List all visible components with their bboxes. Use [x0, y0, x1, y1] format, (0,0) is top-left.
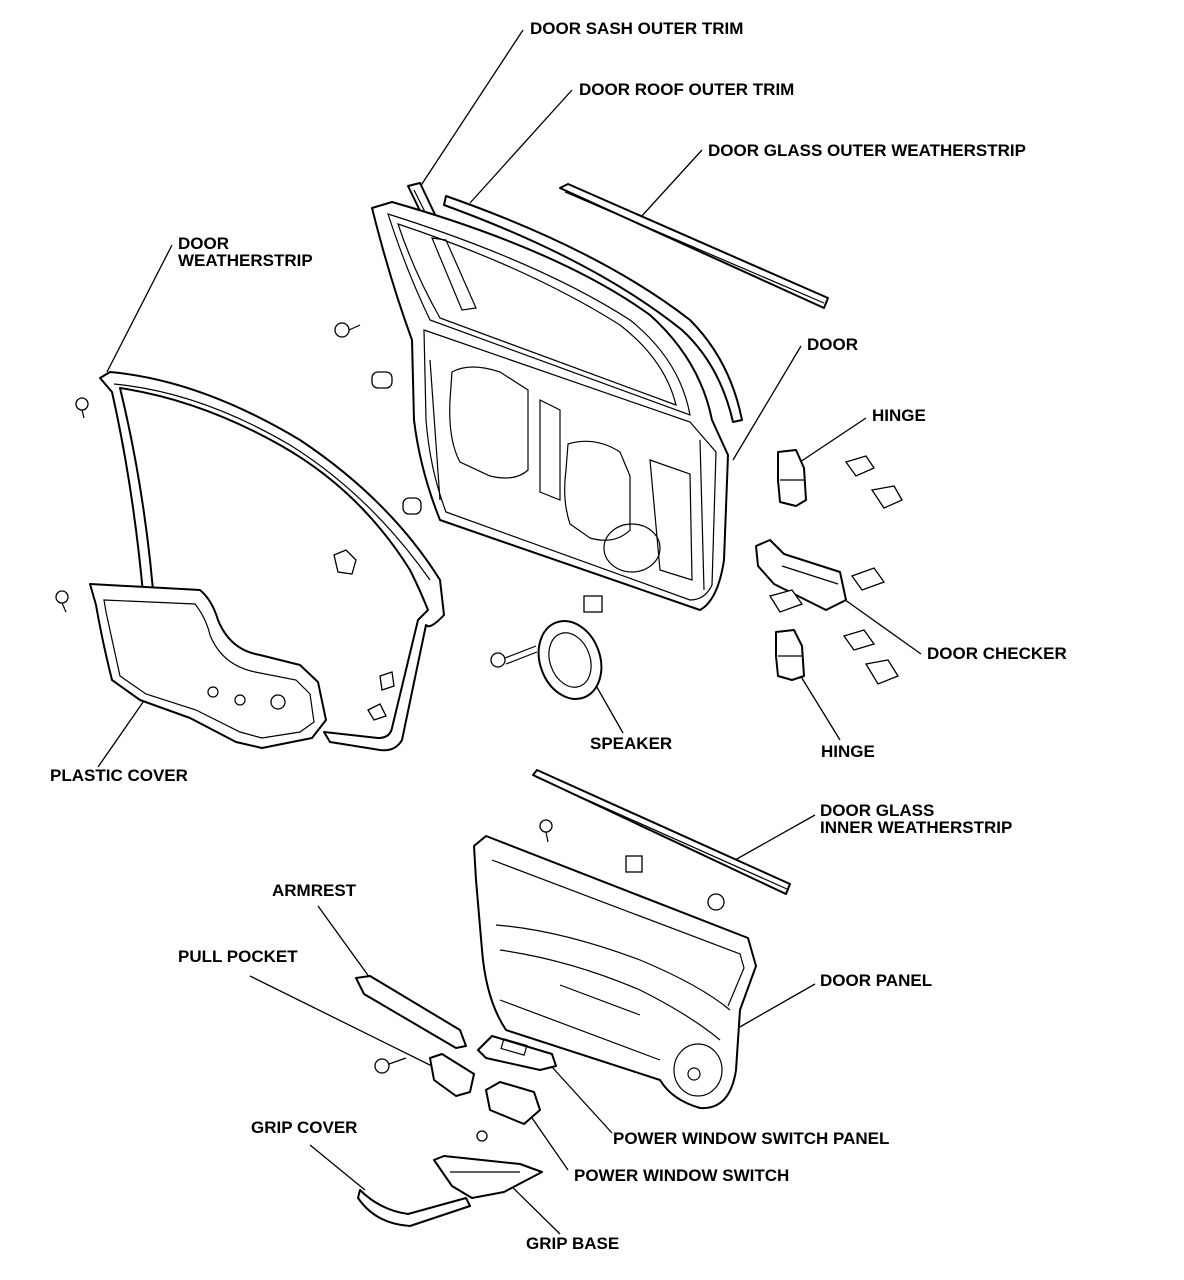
label-hinge-lower: HINGE: [821, 742, 875, 761]
label-door-checker: DOOR CHECKER: [927, 644, 1067, 663]
bolt: [864, 659, 899, 685]
grommet: [402, 497, 422, 515]
pull-pocket: [374, 1053, 475, 1097]
leader-armrest: [317, 905, 371, 979]
label-grip-cover: GRIP COVER: [251, 1118, 357, 1137]
label-door-panel: DOOR PANEL: [820, 971, 932, 990]
clip: [270, 694, 286, 710]
leader-door-sash-outer-trim: [417, 29, 524, 191]
clip: [539, 819, 553, 843]
clip: [333, 549, 357, 575]
leader-hinge-lower: [799, 674, 841, 741]
screw: [374, 1057, 407, 1074]
screw: [476, 1130, 488, 1142]
leader-power-window-switch: [531, 1117, 569, 1171]
leader-door-glass-inner-weatherstrip: [734, 814, 816, 861]
door-glass-outer-weatherstrip: [559, 183, 829, 309]
panel-clips: [539, 819, 725, 911]
label-power-window-switch-panel: POWER WINDOW SWITCH PANEL: [613, 1129, 889, 1148]
clip: [367, 703, 387, 721]
door-weatherstrip: [99, 371, 445, 752]
door-panel: [473, 835, 757, 1110]
leader-door-glass-outer-weatherstrip: [639, 149, 703, 219]
door-glass-inner-weatherstrip: [532, 769, 791, 895]
grip-base: [433, 1155, 543, 1199]
leader-lines: [97, 29, 922, 1235]
bolt: [842, 629, 876, 651]
grommet: [371, 371, 393, 389]
speaker: [537, 620, 603, 700]
label-power-window-switch: POWER WINDOW SWITCH: [574, 1166, 789, 1185]
label-door-glass-inner-weatherstrip-line1: DOOR GLASS: [820, 801, 934, 820]
label-door-sash-outer-trim: DOOR SASH OUTER TRIM: [530, 19, 743, 38]
power-window-switch-panel: [477, 1035, 557, 1071]
clip: [334, 322, 361, 338]
label-pull-pocket: PULL POCKET: [178, 947, 298, 966]
label-plastic-cover: PLASTIC COVER: [50, 766, 188, 785]
leader-power-window-switch-panel: [551, 1066, 613, 1134]
leader-hinge-upper: [799, 417, 867, 463]
grip-cover: [357, 1189, 471, 1227]
bolt: [768, 589, 804, 613]
door-shell: [371, 201, 729, 611]
bolt: [870, 485, 903, 509]
clip: [75, 397, 89, 419]
clip: [379, 671, 395, 691]
fasteners: [55, 322, 603, 721]
door-checker: [755, 539, 886, 613]
nut: [625, 855, 643, 873]
label-door-weatherstrip-line1: DOOR: [178, 234, 229, 253]
plastic-cover: [89, 583, 327, 749]
clip: [55, 590, 69, 613]
leader-door-roof-outer-trim: [469, 89, 573, 204]
armrest: [355, 975, 467, 1049]
label-door: DOOR: [807, 335, 858, 354]
hinge-upper: [777, 449, 903, 509]
clip: [707, 893, 725, 911]
leader-door: [732, 345, 802, 461]
bolt: [844, 455, 875, 477]
door-roof-outer-trim: [443, 195, 743, 423]
label-hinge-upper: HINGE: [872, 406, 926, 425]
label-door-roof-outer-trim: DOOR ROOF OUTER TRIM: [579, 80, 794, 99]
leader-pull-pocket: [249, 975, 441, 1071]
nut: [583, 595, 603, 613]
label-armrest: ARMREST: [272, 881, 357, 900]
label-speaker: SPEAKER: [590, 734, 672, 753]
label-door-weatherstrip-line2: WEATHERSTRIP: [178, 251, 313, 270]
label-door-glass-inner-weatherstrip-line2: INNER WEATHERSTRIP: [820, 818, 1012, 837]
leader-door-weatherstrip: [106, 244, 173, 373]
label-grip-base: GRIP BASE: [526, 1234, 619, 1253]
leader-plastic-cover: [97, 694, 149, 768]
leader-grip-cover: [309, 1144, 366, 1191]
label-door-glass-outer-weatherstrip: DOOR GLASS OUTER WEATHERSTRIP: [708, 141, 1026, 160]
power-window-switch: [476, 1081, 541, 1142]
bolt: [850, 567, 886, 591]
hinge-lower: [775, 629, 899, 685]
leader-door-checker: [840, 596, 922, 655]
leader-door-panel: [737, 983, 816, 1029]
bolt: [490, 645, 538, 668]
